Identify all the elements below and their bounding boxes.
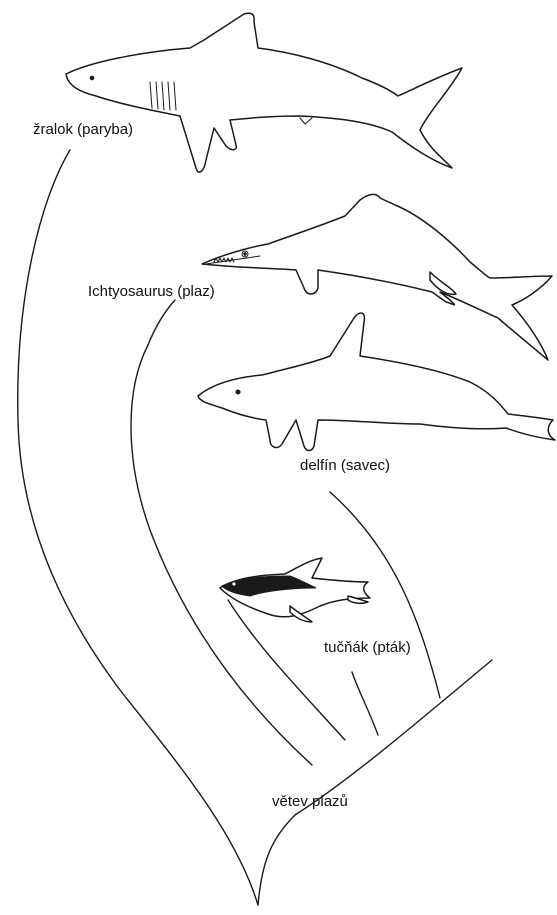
shark-icon xyxy=(66,13,462,172)
ichthyosaurus-label: Ichtyosaurus (plaz) xyxy=(88,283,215,300)
shark-label: žralok (paryba) xyxy=(33,121,133,138)
penguin-label: tučňák (pták) xyxy=(324,639,411,656)
ichthyosaurus-icon xyxy=(202,194,552,360)
penguin-branch xyxy=(228,600,345,740)
penguin-icon xyxy=(220,558,370,622)
reptile-diagonal-branch xyxy=(295,660,492,815)
reptile-branch-label: větev plazů xyxy=(272,793,348,810)
reptile-branch-stem xyxy=(258,815,295,905)
side-twig xyxy=(352,672,378,735)
dolphin-label: delfín (savec) xyxy=(300,457,390,474)
dolphin-icon xyxy=(198,313,555,450)
